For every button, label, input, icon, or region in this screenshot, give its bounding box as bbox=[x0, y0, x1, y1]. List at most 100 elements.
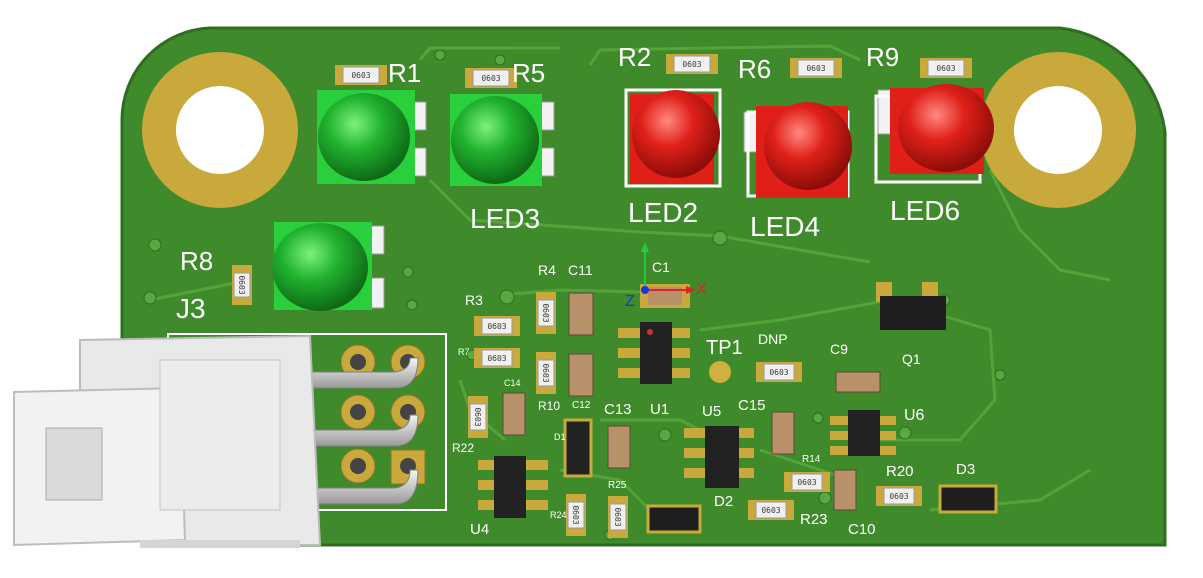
silk-label-u4: U4 bbox=[470, 521, 489, 538]
silk-label-c10: C10 bbox=[848, 521, 876, 538]
silk-label-dnp: DNP bbox=[758, 331, 788, 347]
package-marking: 0603 bbox=[541, 303, 550, 322]
led-r5-green bbox=[450, 94, 555, 186]
package-marking: 0603 bbox=[682, 60, 701, 69]
resistor-body bbox=[481, 317, 513, 335]
coordinate-axes-gizmo bbox=[641, 242, 696, 294]
resistor-0603: 0603 bbox=[666, 54, 718, 74]
silk-label-r4: R4 bbox=[538, 262, 556, 278]
diode-d1 bbox=[563, 418, 593, 478]
led-r1-green bbox=[317, 90, 427, 184]
resistor-group: 0603 0603 0603 0603 0603 0603 0603 0603 0603 0603… bbox=[232, 54, 972, 538]
transistor-q1 bbox=[876, 282, 946, 330]
package-marking: 0603 bbox=[797, 478, 816, 487]
resistor-body bbox=[481, 349, 513, 367]
silk-label-r20: R20 bbox=[886, 463, 914, 480]
package-marking: 0603 bbox=[769, 368, 788, 377]
resistor-0603: 0603 bbox=[536, 352, 556, 394]
silk-label-u5: U5 bbox=[702, 403, 721, 420]
silk-label-r23: R23 bbox=[800, 511, 828, 528]
resistor-body bbox=[755, 501, 787, 519]
package-marking: 0603 bbox=[473, 407, 482, 426]
package-marking: 0603 bbox=[541, 363, 550, 382]
resistor-0603: 0603 bbox=[474, 348, 520, 368]
resistor-0603: 0603 bbox=[756, 362, 802, 382]
silk-label-c15: C15 bbox=[738, 397, 766, 414]
silk-label-r22: R22 bbox=[452, 441, 474, 455]
led2-red bbox=[624, 88, 722, 188]
package-marking: 0603 bbox=[761, 506, 780, 515]
silk-label-r6: R6 bbox=[738, 54, 771, 84]
axis-x-label: X bbox=[696, 281, 707, 298]
silk-label-r9: R9 bbox=[866, 42, 899, 72]
package-marking: 0603 bbox=[806, 64, 825, 73]
resistor-body bbox=[927, 59, 965, 77]
resistor-body bbox=[342, 66, 380, 84]
resistor-0603: 0603 bbox=[465, 68, 517, 88]
package-marking: 0603 bbox=[613, 507, 622, 526]
resistor-body bbox=[537, 299, 555, 327]
resistor-body bbox=[609, 503, 627, 531]
silk-label-q1: Q1 bbox=[902, 351, 921, 367]
ic-u5 bbox=[684, 426, 754, 488]
resistor-0603: 0603 bbox=[536, 292, 556, 334]
silk-label-r8: R8 bbox=[180, 246, 213, 276]
package-marking: 0603 bbox=[889, 492, 908, 501]
silk-label-d3: D3 bbox=[956, 461, 975, 478]
resistor-0603: 0603 bbox=[920, 58, 972, 78]
resistor-0603: 0603 bbox=[468, 396, 488, 438]
package-marking: 0603 bbox=[571, 505, 580, 524]
resistor-body bbox=[537, 359, 555, 387]
silk-label-r3: R3 bbox=[465, 292, 483, 308]
silk-label-tp1: TP1 bbox=[706, 337, 743, 359]
resistor-0603: 0603 bbox=[876, 486, 922, 506]
ic-u4 bbox=[478, 456, 548, 518]
test-point-tp1 bbox=[709, 361, 731, 383]
resistor-0603: 0603 bbox=[748, 500, 794, 520]
resistor-0603: 0603 bbox=[784, 472, 830, 492]
led6-red bbox=[874, 84, 994, 184]
led4-red bbox=[743, 102, 852, 198]
resistor-0603: 0603 bbox=[335, 65, 387, 85]
resistor-0603: 0603 bbox=[232, 265, 252, 305]
silk-label-d1: D1 bbox=[554, 432, 566, 442]
resistor-body bbox=[763, 363, 795, 381]
silk-label-r5: R5 bbox=[512, 58, 545, 88]
resistor-0603: 0603 bbox=[474, 316, 520, 336]
resistor-body bbox=[797, 59, 835, 77]
axis-z-label: Z bbox=[625, 293, 635, 310]
silk-label-c14: C14 bbox=[504, 378, 521, 388]
resistor-body bbox=[567, 501, 585, 529]
resistor-body bbox=[883, 487, 915, 505]
package-marking: 0603 bbox=[487, 322, 506, 331]
ic-u1 bbox=[618, 322, 690, 384]
silk-label-led6: LED6 bbox=[890, 195, 960, 226]
silk-label-r24: R24 bbox=[550, 510, 567, 520]
silk-label-r7: R7 bbox=[458, 347, 470, 357]
silk-label-u1: U1 bbox=[650, 401, 669, 418]
mounting-hole-right bbox=[980, 52, 1136, 208]
silk-label-c13: C13 bbox=[604, 401, 632, 418]
ic-u6 bbox=[830, 410, 896, 456]
silk-label-d2: D2 bbox=[714, 493, 733, 510]
silk-label-c12: C12 bbox=[572, 400, 591, 411]
silk-label-r1: R1 bbox=[388, 58, 421, 88]
package-marking: 0603 bbox=[487, 354, 506, 363]
package-marking: 0603 bbox=[237, 275, 246, 294]
package-marking: 0603 bbox=[481, 74, 500, 83]
led-r8-green bbox=[272, 222, 385, 311]
package-marking: 0603 bbox=[936, 64, 955, 73]
resistor-0603: 0603 bbox=[790, 58, 842, 78]
resistor-body bbox=[472, 69, 510, 87]
silk-label-r14: R14 bbox=[802, 454, 821, 465]
silk-label-j3: J3 bbox=[176, 293, 206, 324]
silk-label-c11: C11 bbox=[568, 262, 593, 278]
diode-d2 bbox=[646, 504, 702, 534]
silk-label-u6: U6 bbox=[904, 407, 925, 424]
silk-label-c9: C9 bbox=[830, 341, 848, 357]
silk-label-r25: R25 bbox=[608, 480, 627, 491]
diode-d3 bbox=[938, 484, 998, 514]
resistor-body bbox=[233, 272, 251, 298]
